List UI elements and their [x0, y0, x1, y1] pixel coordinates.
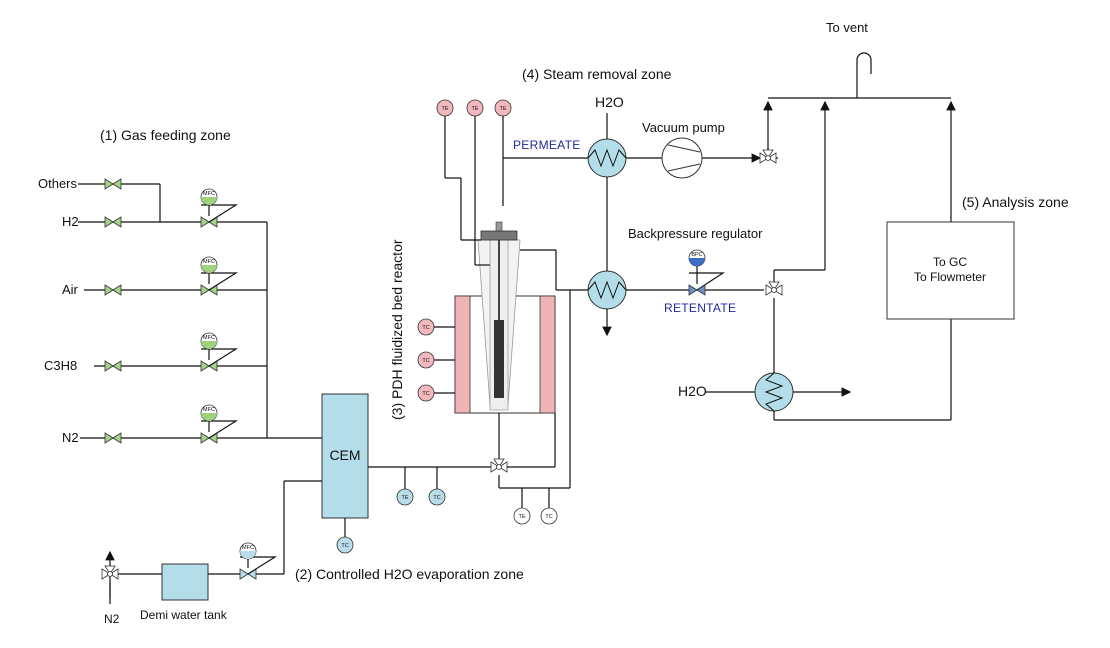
svg-text:TE: TE	[401, 495, 408, 501]
others-valve-icon	[104, 178, 122, 190]
bpc-icon: BPC	[688, 249, 726, 291]
demi-water-tank-label: Demi water tank	[140, 608, 228, 622]
reactor-inlet-valve-icon	[490, 458, 508, 473]
reactor-tube	[477, 239, 521, 411]
mfc-water-icon: MFC	[239, 542, 278, 575]
to-vent-label: To vent	[826, 20, 868, 35]
h2o-top-label: H2O	[595, 94, 624, 110]
permeate-condenser-icon	[587, 138, 627, 178]
svg-text:MFC: MFC	[242, 545, 254, 551]
mfc-h2-icon: MFC	[200, 188, 239, 223]
te-reactor-bottom-icon: TE	[513, 507, 531, 525]
retentate-3way-valve-icon	[765, 281, 783, 296]
zone-label-analysis: (5) Analysis zone	[962, 194, 1069, 210]
te-cem-outlet-icon: TE	[396, 488, 414, 506]
air-feed-line	[84, 284, 267, 296]
svg-text:TE: TE	[441, 106, 448, 112]
analysis-line1: To GC	[933, 255, 967, 269]
h2o-bottom-label: H2O	[678, 383, 707, 399]
vacuum-pump-icon	[661, 137, 703, 179]
mfc-c3h8-icon: MFC	[200, 332, 239, 367]
others-feed-line	[78, 178, 161, 222]
svg-text:TC: TC	[422, 391, 429, 397]
inlet-label-others: Others	[38, 176, 78, 191]
n2-purge-label: N2	[104, 612, 120, 626]
bpr-valve-icon	[688, 284, 706, 296]
mfc-n2-icon: MFC	[200, 404, 239, 439]
inlet-label-n2: N2	[62, 430, 79, 445]
vent-stack	[856, 52, 872, 98]
analysis-condenser-icon	[754, 372, 794, 412]
svg-text:TC: TC	[422, 358, 429, 364]
demi-water-tank	[161, 563, 209, 601]
h2-feed-line	[78, 216, 267, 228]
zone-label-steam-removal: (4) Steam removal zone	[522, 66, 672, 82]
svg-text:MFC: MFC	[203, 335, 215, 341]
mfc-air-icon: MFC	[200, 256, 239, 291]
analysis-line2: To Flowmeter	[914, 270, 986, 284]
svg-text:BPC: BPC	[691, 252, 702, 258]
tc-cem-outlet-icon: TC	[428, 488, 446, 506]
retentate-condenser-icon	[587, 270, 627, 310]
svg-text:TE: TE	[518, 514, 525, 520]
inlet-label-h2: H2	[62, 214, 79, 229]
reactor-tc-icons: TC TC TC	[417, 318, 455, 402]
vacuum-pump-label: Vacuum pump	[642, 120, 725, 135]
svg-text:MFC: MFC	[203, 259, 215, 265]
svg-text:TC: TC	[433, 495, 440, 501]
zone-label-h2o-evaporation: (2) Controlled H2O evaporation zone	[295, 566, 524, 582]
analysis-box	[886, 221, 1015, 320]
svg-text:TC: TC	[341, 543, 348, 549]
cem-label: CEM	[329, 447, 360, 463]
inlet-label-air: Air	[62, 282, 79, 297]
svg-text:TC: TC	[422, 325, 429, 331]
reactor-flange	[480, 230, 518, 241]
svg-text:TE: TE	[471, 106, 478, 112]
svg-text:TE: TE	[499, 106, 506, 112]
cem-vessel	[321, 393, 369, 519]
inlet-label-c3h8: C3H8	[44, 358, 77, 373]
svg-text:MFC: MFC	[203, 407, 215, 413]
permeate-label: PERMEATE	[513, 138, 581, 152]
retentate-label: RETENTATE	[664, 301, 736, 315]
backpressure-regulator-label: Backpressure regulator	[628, 226, 763, 241]
c3h8-feed-line	[94, 360, 267, 372]
n2-feed-line	[80, 432, 322, 444]
reactor-top-te-icons: TE TE TE	[436, 99, 512, 266]
svg-text:TC: TC	[545, 514, 552, 520]
vacuum-vent-valve-icon	[759, 149, 777, 164]
tc-cem-icon: TC	[336, 536, 354, 554]
zone-label-gas-feeding: (1) Gas feeding zone	[100, 127, 231, 143]
tc-reactor-bottom-icon: TC	[540, 507, 558, 525]
svg-text:MFC: MFC	[203, 191, 215, 197]
zone-label-reactor: (3) PDH fluidized bed reactor	[389, 239, 405, 420]
